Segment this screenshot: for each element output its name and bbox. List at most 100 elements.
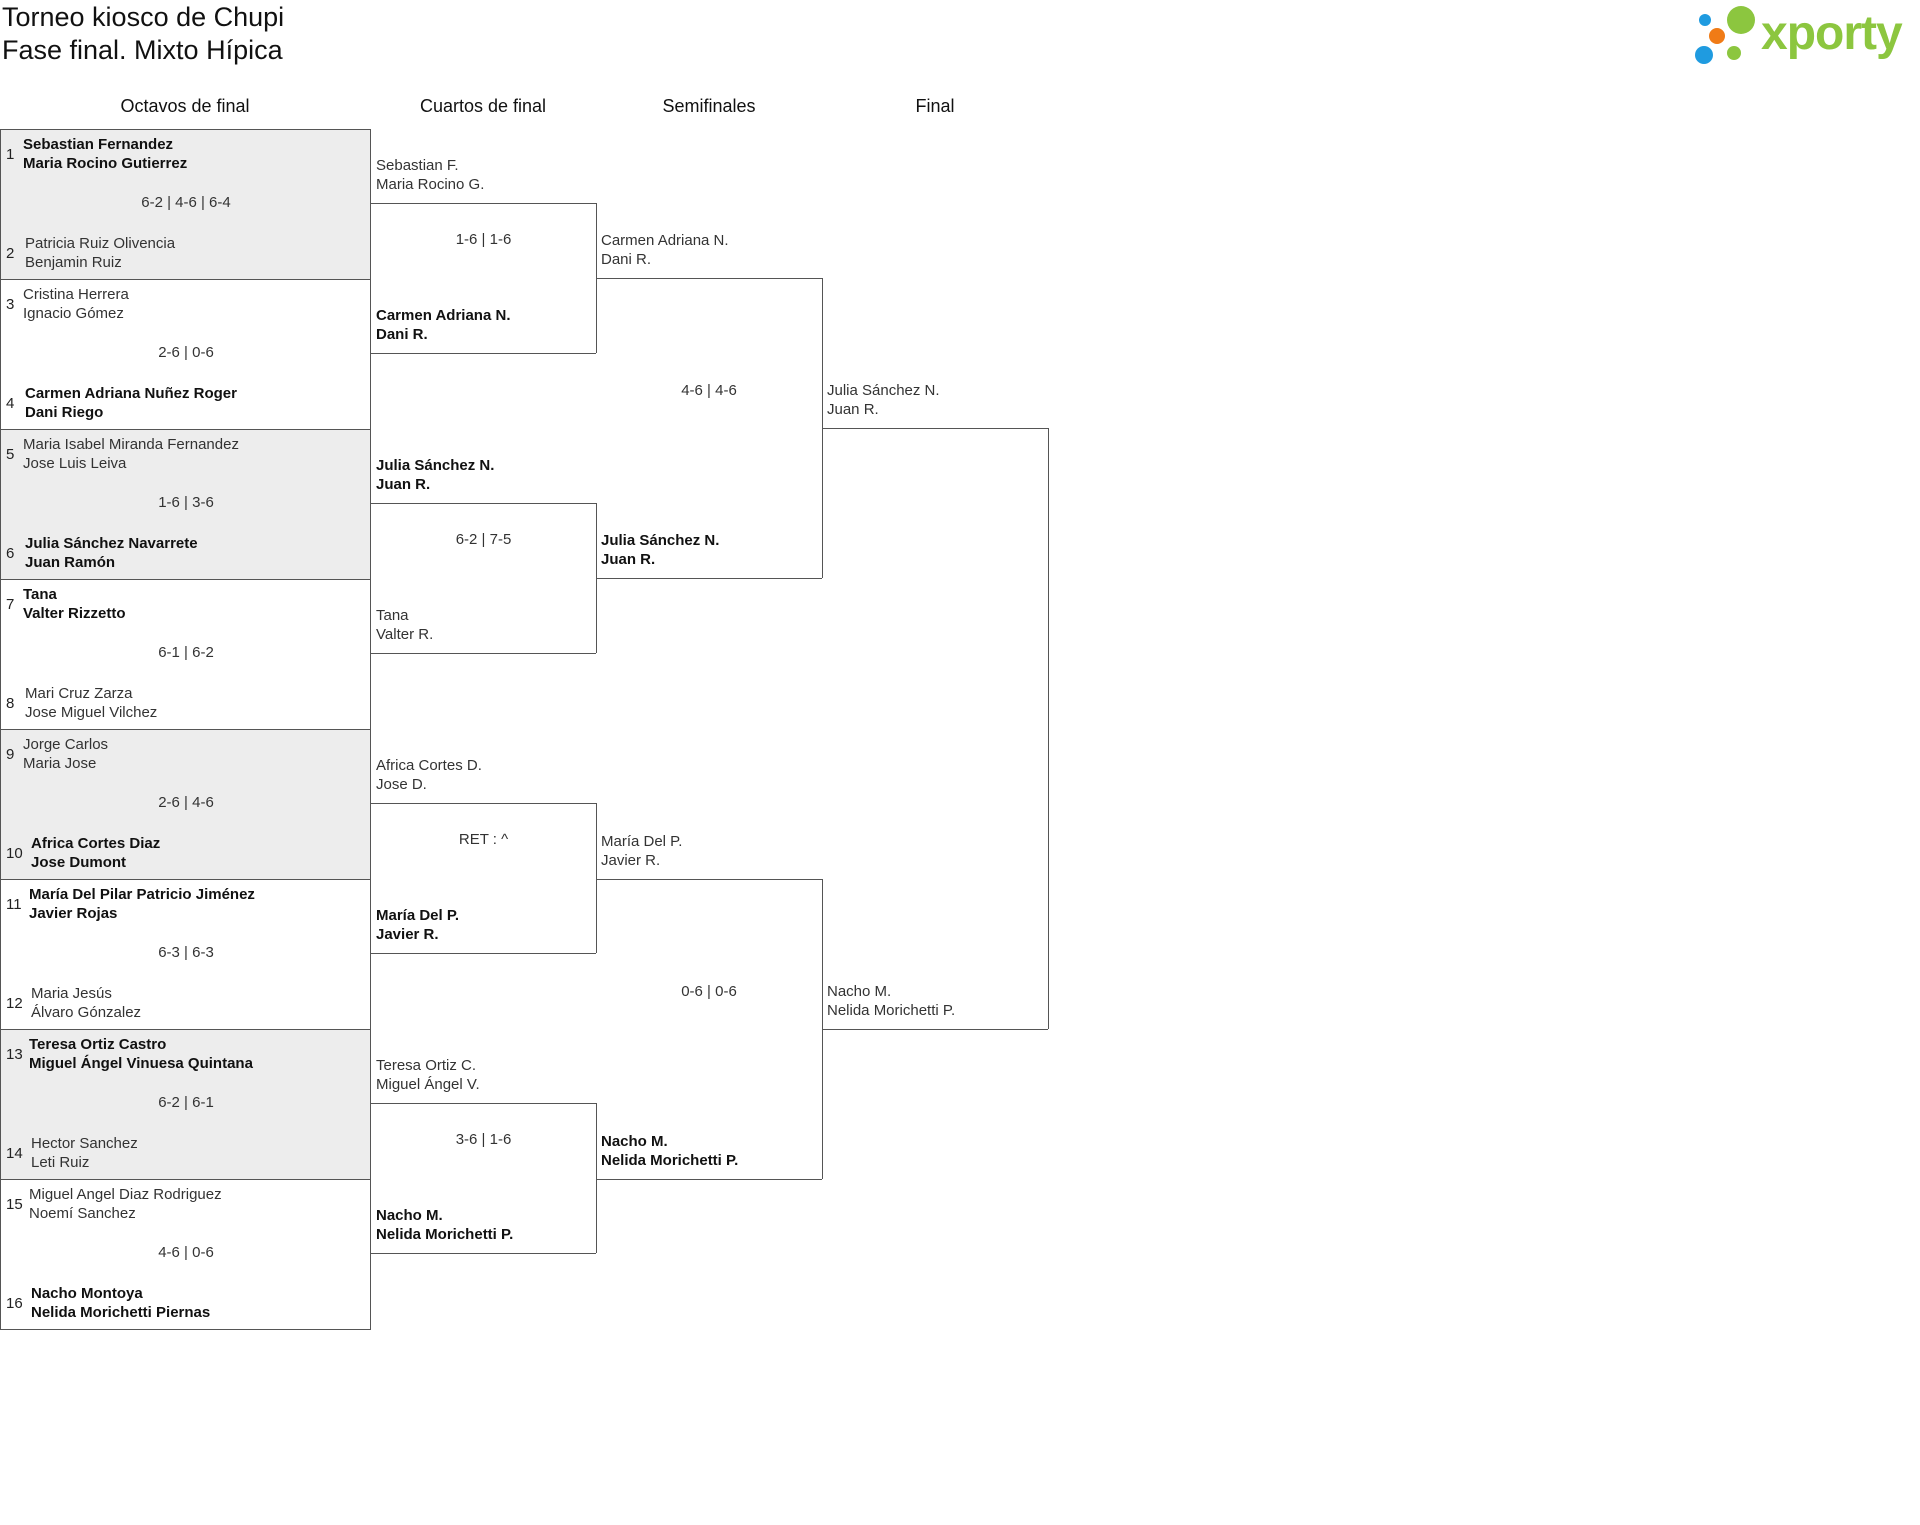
team-name: Valter R.: [376, 626, 434, 643]
tournament-subtitle: Fase final. Mixto Hípica: [2, 35, 283, 65]
team-name: Africa Cortes D.: [376, 757, 482, 774]
team-name: Nelida Morichetti P.: [601, 1152, 739, 1169]
seed-number: 3: [6, 296, 15, 313]
team-name: Javier R.: [601, 852, 661, 869]
team-name: Hector Sanchez: [31, 1135, 138, 1152]
team-name: Julia Sánchez N.: [376, 457, 495, 474]
seed-number: 9: [6, 746, 15, 763]
logo-dot-icon: [1695, 46, 1713, 64]
team-name: Dani Riego: [25, 404, 104, 421]
team-name: Teresa Ortiz C.: [376, 1057, 477, 1074]
team-name: Carmen Adriana Nuñez Roger: [25, 385, 237, 402]
bracket-sf-line: [596, 1179, 822, 1180]
bracket-qf-line: [371, 953, 596, 954]
bracket-qf-line: [371, 353, 596, 354]
seed-number: 6: [6, 545, 15, 562]
match-score: 6-3 | 6-3: [158, 944, 214, 961]
match-score: 4-6 | 0-6: [158, 1244, 214, 1261]
bracket-final-line: [1048, 428, 1049, 1029]
team-name: María Del P.: [601, 833, 683, 850]
team-name: Sebastian Fernandez: [23, 136, 174, 153]
team-name: Jose Miguel Vilchez: [25, 704, 158, 721]
team-name: Javier R.: [376, 926, 439, 943]
team-name: Nacho M.: [376, 1207, 443, 1224]
team-name: Juan R.: [827, 401, 879, 418]
team-name: Carmen Adriana N.: [601, 232, 729, 249]
team-name: Mari Cruz Zarza: [25, 685, 133, 702]
team-name: Benjamin Ruiz: [25, 254, 122, 271]
bracket-qf-line: [371, 1253, 596, 1254]
team-name: Maria Jose: [23, 755, 97, 772]
team-name: Nacho M.: [827, 983, 892, 1000]
team-name: Dani R.: [376, 326, 428, 343]
seed-number: 2: [6, 245, 15, 262]
team-name: Leti Ruiz: [31, 1154, 90, 1171]
round-header-final: Final: [915, 96, 955, 116]
team-name: Miguel Ángel Vinuesa Quintana: [29, 1055, 253, 1072]
match-box-octavos[interactable]: 5 Maria Isabel Miranda Fernandez Jose Lui…: [0, 429, 371, 580]
team-name: Jose D.: [376, 776, 427, 793]
team-name: Álvaro Gónzalez: [31, 1004, 142, 1021]
team-name: Julia Sánchez Navarrete: [25, 535, 198, 552]
logo-dot-icon: [1699, 14, 1711, 26]
bracket-qf-line: [371, 653, 596, 654]
match-score: 0-6 | 0-6: [681, 983, 737, 1000]
match-score: 6-2 | 7-5: [455, 531, 512, 548]
match-score: 1-6 | 1-6: [455, 231, 512, 248]
bracket-qf-line: [371, 803, 596, 804]
bracket-sf-line: [596, 578, 822, 579]
team-name: Cristina Herrera: [23, 286, 129, 303]
match-score: 6-1 | 6-2: [158, 644, 214, 661]
xporty-logo[interactable]: xporty: [1695, 4, 1920, 70]
seed-number: 5: [6, 446, 15, 463]
team-name: Nacho M.: [601, 1133, 668, 1150]
bracket-qf-line: [596, 803, 597, 953]
team-name: Dani R.: [601, 251, 652, 268]
bracket-final-line: [822, 1029, 1048, 1030]
team-name: María Del Pilar Patricio Jiménez: [29, 886, 255, 903]
match-score: 1-6 | 3-6: [158, 494, 214, 511]
team-name: Africa Cortes Diaz: [31, 835, 161, 852]
round-header-semifinales: Semifinales: [662, 96, 756, 116]
team-name: Juan R.: [601, 551, 656, 568]
seed-number: 15: [6, 1196, 23, 1213]
team-name: Ignacio Gómez: [23, 305, 124, 322]
team-name: Carmen Adriana N.: [376, 307, 511, 324]
team-name: Juan Ramón: [25, 554, 116, 571]
team-name: Nelida Morichetti Piernas: [31, 1304, 211, 1321]
team-name: Maria Jesús: [31, 985, 112, 1002]
team-name: Nelida Morichetti P.: [827, 1002, 956, 1019]
team-name: Maria Isabel Miranda Fernandez: [23, 436, 239, 453]
logo-text: xporty: [1761, 7, 1903, 60]
team-name: María Del P.: [376, 907, 460, 924]
seed-number: 13: [6, 1046, 23, 1063]
team-name: Miguel Ángel V.: [376, 1076, 480, 1093]
seed-number: 8: [6, 695, 15, 712]
team-name: Nacho Montoya: [31, 1285, 143, 1302]
bracket-sf-line: [596, 278, 822, 279]
logo-dot-icon: [1727, 46, 1741, 60]
bracket-qf-line: [371, 203, 596, 204]
bracket-qf-line: [371, 503, 596, 504]
round-header-octavos: Octavos de final: [120, 96, 250, 116]
team-name: Jose Luis Leiva: [23, 455, 127, 472]
seed-number: 11: [6, 896, 22, 913]
team-name: Maria Rocino G.: [376, 176, 485, 193]
bracket-qf-line: [371, 1103, 596, 1104]
seed-number: 12: [6, 995, 23, 1012]
seed-number: 16: [6, 1295, 23, 1312]
team-name: Maria Rocino Gutierrez: [23, 155, 188, 172]
team-name: Jose Dumont: [31, 854, 127, 871]
team-name: Juan R.: [376, 476, 431, 493]
team-name: Patricia Ruiz Olivencia: [25, 235, 176, 252]
match-score: 6-2 | 6-1: [158, 1094, 214, 1111]
seed-number: 10: [6, 845, 23, 862]
team-name: Sebastian F.: [376, 157, 459, 174]
